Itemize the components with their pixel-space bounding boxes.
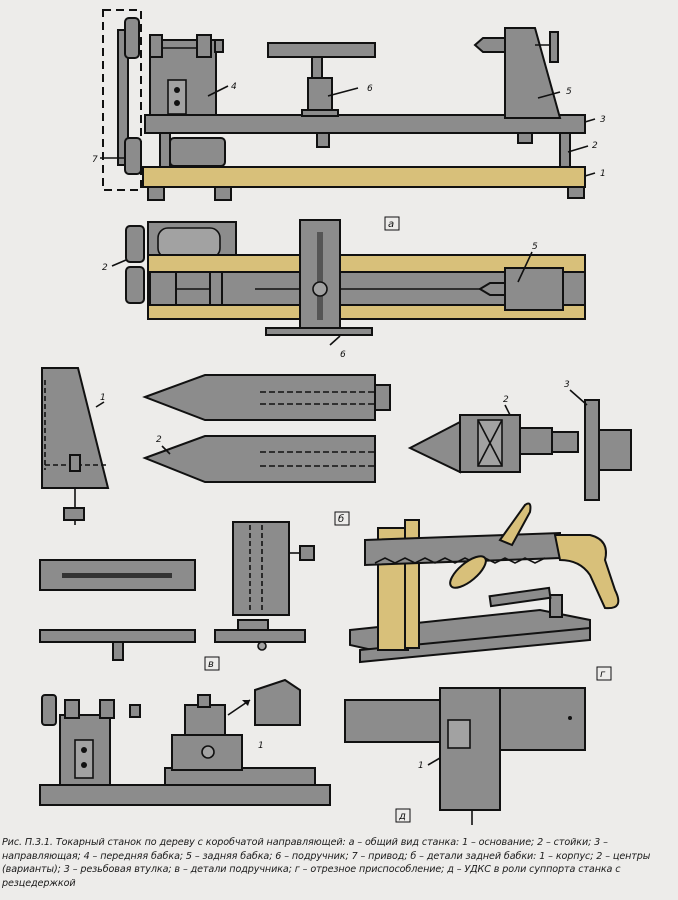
- part-label-1: 1: [600, 169, 606, 179]
- b-part-label-2: 2: [156, 435, 162, 445]
- plan-part-label-5: 5: [532, 242, 538, 252]
- plan-part-label-6: 6: [340, 350, 346, 360]
- tailstock-parts: 1 2 2 3 б: [41, 367, 632, 526]
- tailstock-plan: [504, 267, 564, 311]
- b-part-label-1: 1: [100, 393, 106, 403]
- handwheel: [549, 31, 559, 63]
- part-label-5: 5: [566, 87, 572, 97]
- workpiece: [449, 555, 487, 589]
- threaded-sleeve-flange: [584, 399, 600, 501]
- tailstock-body: [41, 367, 110, 489]
- section-label-v: в: [208, 659, 214, 670]
- tailstock-center: [473, 37, 506, 53]
- plan-part-label-2: 2: [102, 263, 108, 273]
- motor: [169, 137, 226, 167]
- lathe-plan-view: 2 5 6: [102, 219, 586, 360]
- tool-rest-block: [232, 521, 290, 616]
- top-pulley: [124, 17, 140, 59]
- tool-rest-t-bar: [39, 629, 196, 643]
- cutter-holder-block: [254, 678, 301, 726]
- saw-handle: [553, 534, 620, 610]
- lathe-side-view: 4 6 5 3 2 1 7 а: [92, 9, 606, 231]
- part-label-6: 6: [367, 84, 373, 94]
- drive-plate: [117, 29, 129, 166]
- section-label-a: а: [388, 219, 394, 230]
- tool-rest-parts: в: [39, 521, 315, 671]
- drive-dashed-outline: [102, 9, 142, 191]
- tool-rest-plan-plate: [214, 629, 306, 643]
- udks-slide: [439, 687, 501, 811]
- part-label-4: 4: [231, 82, 237, 92]
- motor-top: [157, 227, 221, 259]
- tool-rest-bar: [267, 42, 376, 58]
- part-label-2: 2: [592, 141, 598, 151]
- udks-support: [171, 734, 243, 771]
- b-part-label-2b: 2: [503, 395, 509, 405]
- cutoff-attachment: г: [349, 502, 620, 681]
- stand: [559, 132, 571, 169]
- center-variant-1: [142, 374, 376, 421]
- part-label-3: 3: [600, 115, 606, 125]
- section-label-d: д: [398, 811, 406, 822]
- center-variant-2: [142, 435, 376, 483]
- d-part-label-1: 1: [258, 741, 264, 751]
- guide-bed: [144, 114, 586, 134]
- section-label-b: б: [338, 513, 344, 525]
- figure-caption: Рис. П.3.1. Токарный станок по дереву с …: [2, 837, 651, 889]
- d-part-label-1b: 1: [418, 761, 424, 771]
- udks-bed-block: [499, 687, 586, 751]
- base-board: [142, 166, 586, 188]
- tool-rest-post: [307, 77, 333, 113]
- udks-support-assembly: 1 1 д: [39, 678, 586, 825]
- bottom-pulley: [124, 137, 142, 175]
- bearing-center-cone: [407, 420, 461, 474]
- udks-tool-holder: [184, 704, 226, 736]
- b-part-label-3: 3: [564, 380, 570, 390]
- udks-base: [39, 784, 331, 806]
- udks-spindle-stub: [344, 699, 441, 743]
- headstock-window: [167, 79, 187, 115]
- section-label-g: г: [600, 669, 606, 680]
- part-label-7: 7: [92, 155, 98, 165]
